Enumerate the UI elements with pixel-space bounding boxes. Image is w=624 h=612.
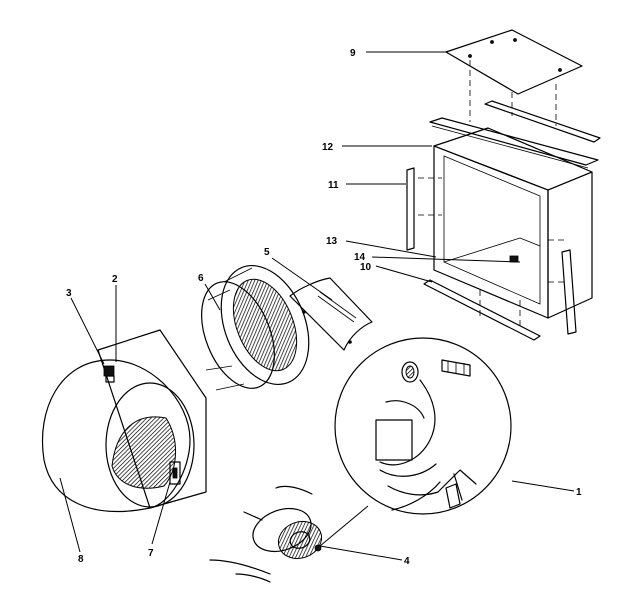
callout-8: 8 bbox=[78, 554, 84, 565]
callout-10: 10 bbox=[360, 262, 372, 273]
blower-wheel bbox=[201, 264, 310, 391]
blower-housing-scroll bbox=[41, 329, 207, 512]
callout-3: 3 bbox=[66, 288, 72, 299]
callout-14: 14 bbox=[354, 252, 366, 263]
callout-5: 5 bbox=[264, 247, 270, 258]
callout-labels: 9 12 11 13 14 10 5 6 2 3 1 7 8 4 bbox=[66, 48, 582, 567]
bottom-rail bbox=[423, 279, 541, 341]
callout-12: 12 bbox=[322, 142, 334, 153]
side-rail bbox=[406, 167, 415, 251]
top-rail bbox=[429, 100, 601, 169]
leader-lines bbox=[59, 51, 575, 561]
callout-13: 13 bbox=[326, 236, 338, 247]
callout-6: 6 bbox=[198, 273, 204, 284]
callout-1: 1 bbox=[576, 487, 582, 498]
top-cover-plate bbox=[445, 29, 583, 95]
callout-9: 9 bbox=[350, 48, 356, 59]
motor-mount-assembly bbox=[334, 337, 512, 515]
cutoff-plate bbox=[289, 277, 373, 351]
right-side-rail bbox=[561, 249, 577, 335]
motor bbox=[209, 485, 323, 583]
blower-housing-box bbox=[433, 127, 593, 319]
callout-7: 7 bbox=[148, 548, 154, 559]
callout-4: 4 bbox=[404, 556, 410, 567]
callout-11: 11 bbox=[328, 180, 339, 191]
alignment-lines bbox=[418, 60, 565, 330]
callout-2: 2 bbox=[112, 274, 118, 285]
